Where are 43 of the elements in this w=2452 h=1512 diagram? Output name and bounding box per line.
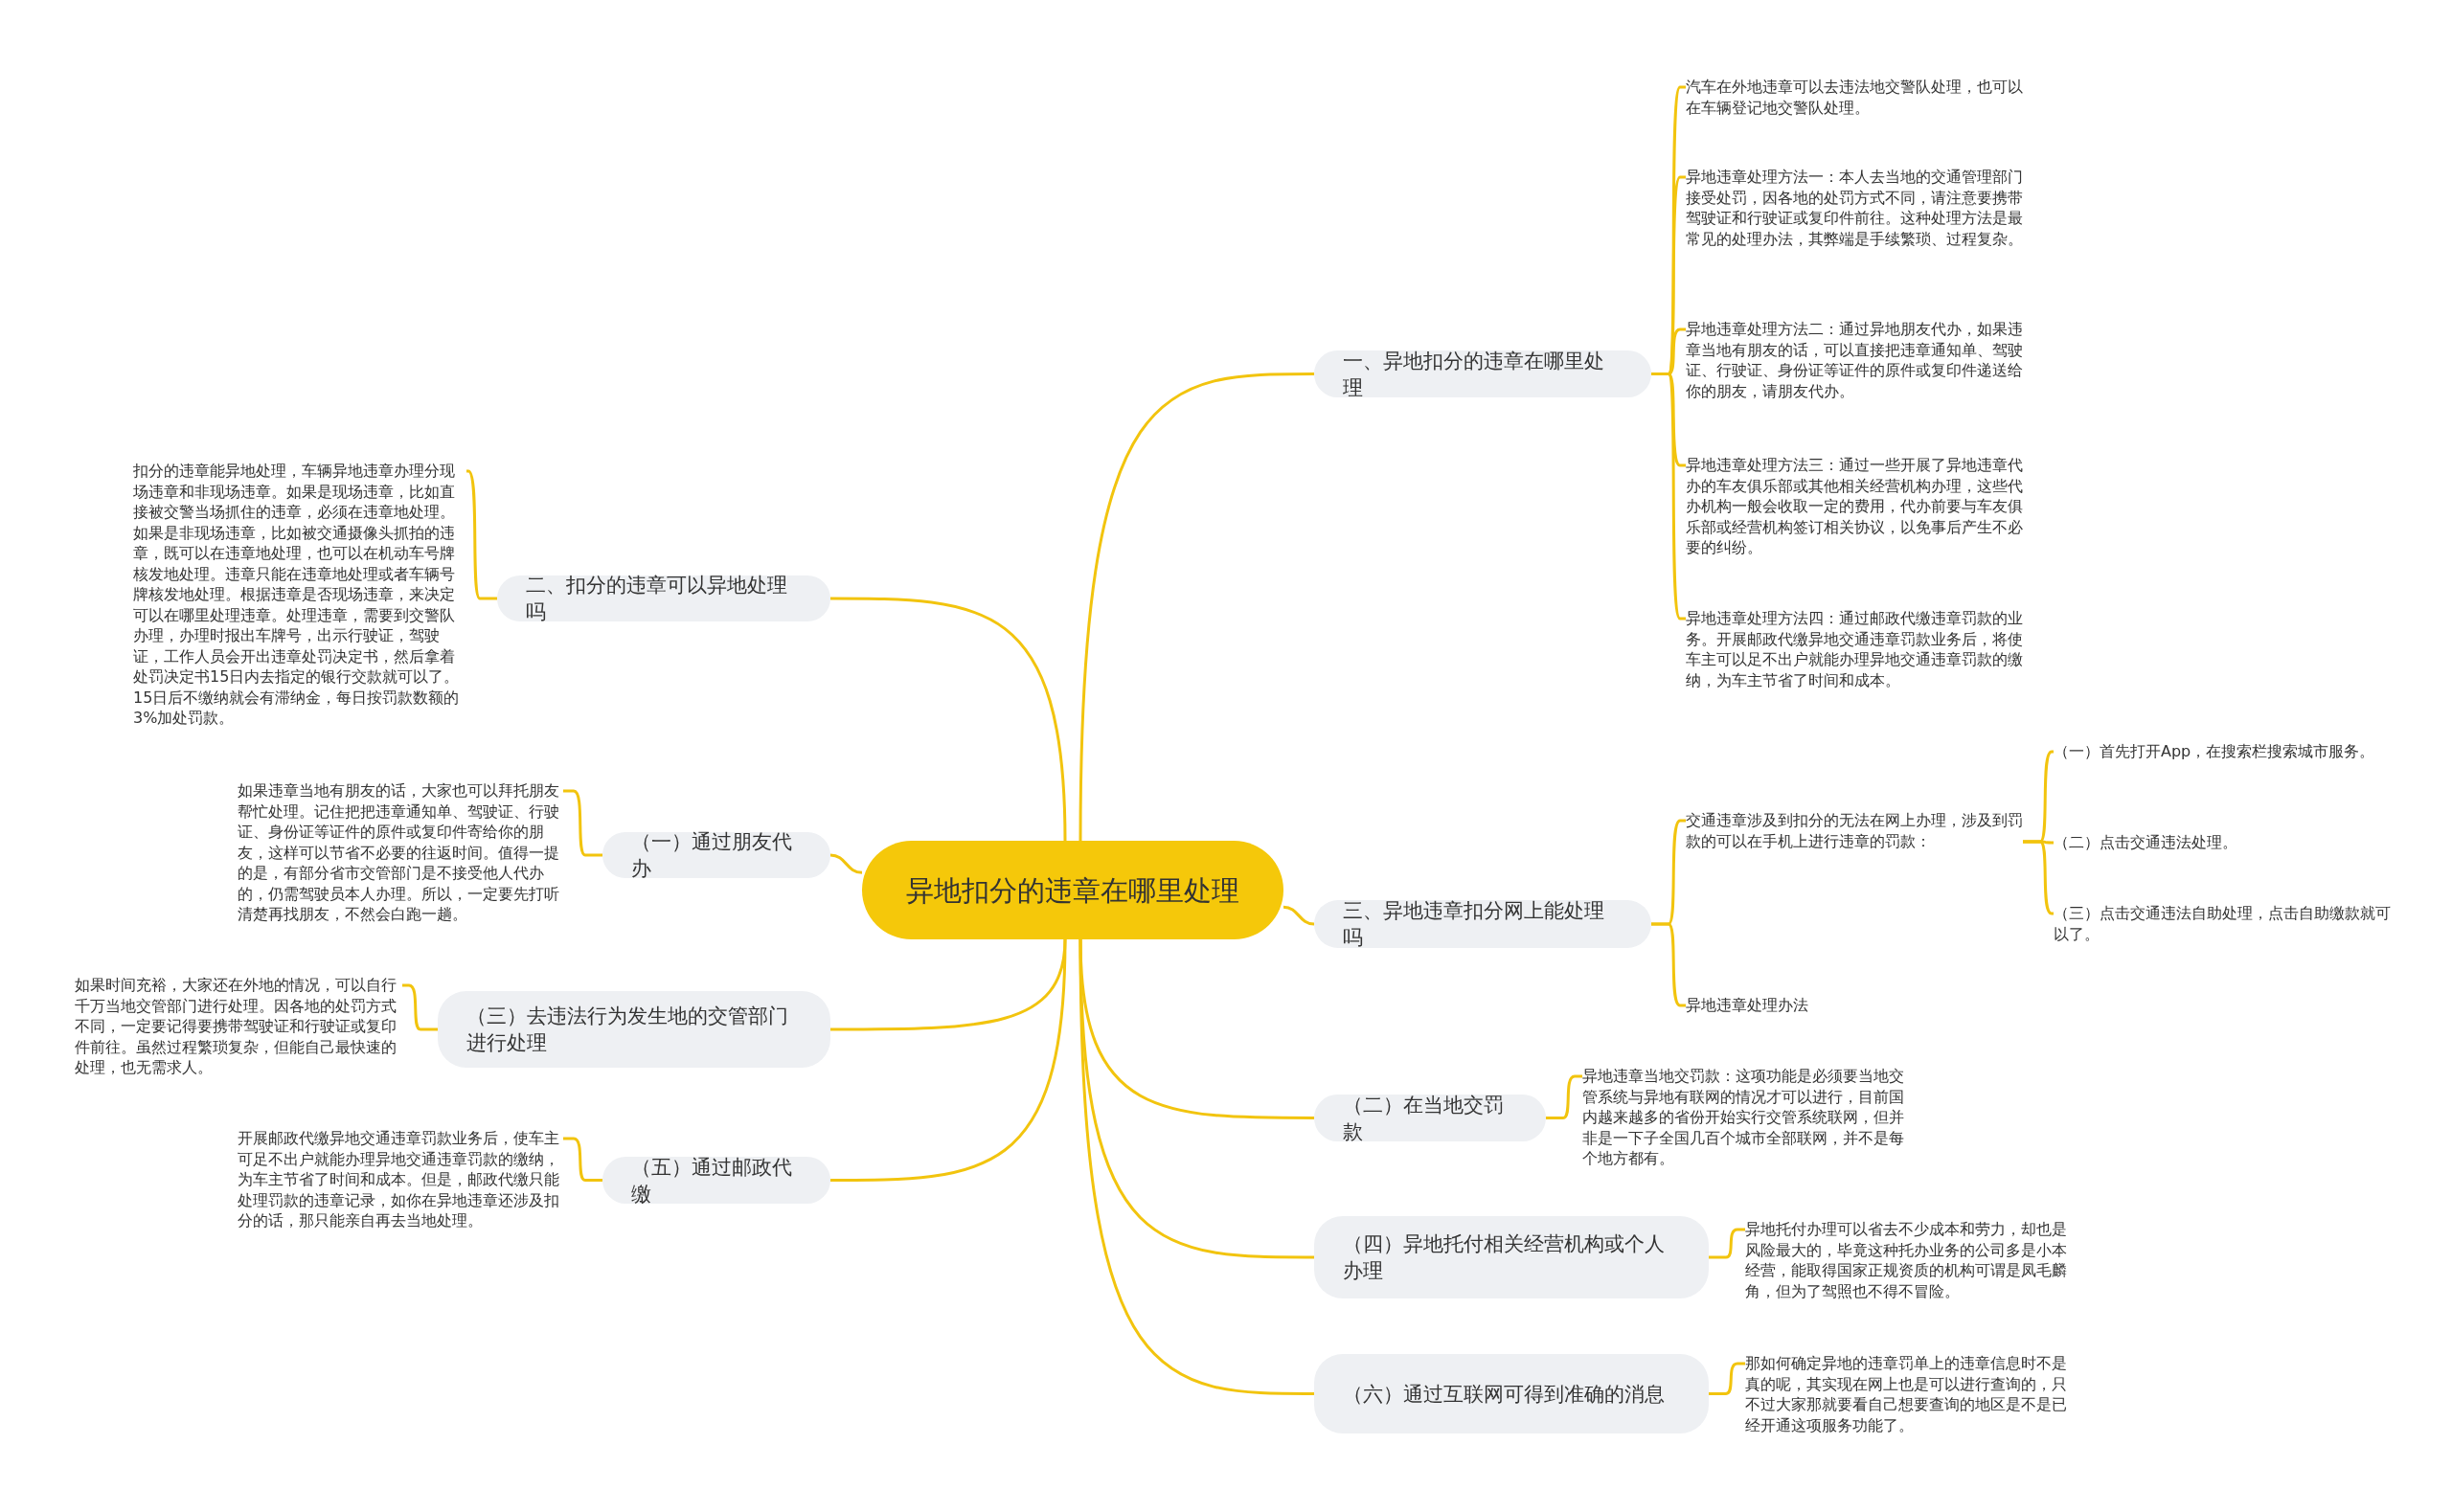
note-text: 汽车在外地违章可以去违法地交警队处理，也可以在车辆登记地交警队处理。 [1686, 77, 2023, 119]
connector-line [1078, 938, 1314, 1395]
note-text: （三）点击交通违法自助处理，点击自助缴款就可以了。 [2054, 903, 2395, 945]
connector-line [563, 789, 602, 857]
note-text: 异地托付办理可以省去不少成本和劳力，却也是风险最大的，毕竟这种托办业务的公司多是小本经营，能取得国家正规资质的机构可谓是凤毛麟角，但为了驾照也不得不冒险。 [1745, 1219, 2076, 1303]
topic-box: 二、扣分的违章可以异地处理吗 [497, 575, 830, 621]
note-text: 异地违章处理方法三：通过一些开展了异地违章代办的车友俱乐部或其他相关经营机构办理，这些代办机构一般会收取一定的费用，代办前要与车友俱乐部或经营机构签订相关协议，以免事后产生不必要的纠纷。 [1686, 455, 2023, 560]
connector-line [1078, 372, 1314, 842]
note-text: 如果时间充裕，大家还在外地的情况，可以自行千万当地交管部门进行处理。因各地的处罚方式不同，一定要记得要携带驾驶证和行驶证或复印件前往。虽然过程繁琐复杂，但能自己最快速的处理，也无需求人。 [75, 975, 402, 1080]
topic-box: 一、异地扣分的违章在哪里处理 [1314, 350, 1651, 397]
topic-box: 三、异地违章扣分网上能处理吗 [1314, 900, 1651, 948]
note-text: 异地违章处理办法 [1686, 995, 2023, 1016]
connector-line [563, 1137, 602, 1182]
note-text: 异地违章处理方法四：通过邮政代缴违章罚款的业务。开展邮政代缴异地交通违章罚款业务后，将使车主可以足不出户就能办理异地交通违章罚款的缴纳，为车主节省了时间和成本。 [1686, 608, 2023, 692]
topic-box: （一）通过朋友代办 [602, 832, 830, 878]
connector-line [830, 938, 1067, 1182]
topic-box: （六）通过互联网可得到准确的消息 [1314, 1354, 1709, 1433]
connector-line [1709, 1228, 1745, 1259]
topic-box: （四）异地托付相关经营机构或个人办理 [1314, 1216, 1709, 1298]
note-text: 扣分的违章能异地处理，车辆异地违章办理分现场违章和非现场违章。如果是现场违章，比如直接被交警当场抓住的违章，必须在违章地处理。如果是非现场违章，比如被交通摄像头抓拍的违章，既可以在违章地处理，也可以在机动车号牌核发地处理。违章只能在违章地处理或者车辆号牌核发地处理。根据违章是否现场违章，来决定可以在哪里处理违章。处理违章，需要到交警队办理，办理时报出车牌号，出示行驶证，驾驶证，工作人员会开出违章处罚决定书，然后拿着处罚决定书15日内去指定的银行交款就可以了。15日后不缴纳就会有滞纳金，每日按罚款数额的3%加处罚款。 [133, 461, 466, 738]
note-text: （一）首先打开App，在搜索栏搜索城市服务。 [2054, 741, 2395, 783]
note-text: 如果违章当地有朋友的话，大家也可以拜托朋友帮忙处理。记住把把违章通知单、驾驶证、行驶证、身份证等证件的原件或复印件寄给你的朋友，这样可以节省不必要的往返时间。值得一提的是，有部分省市交管部门是不接受他人代办的，仍需驾驶员本人办理。所以，一定要先打听清楚再找朋友，不然会白跑一趟。 [238, 780, 563, 928]
note-text: 那如何确定异地的违章罚单上的违章信息时不是真的呢，其实现在网上也是可以进行查询的，只不过大家那就要看自己想要查询的地区是不是已经开通这项服务功能了。 [1745, 1353, 2076, 1437]
topic-box: （五）通过邮政代缴 [602, 1157, 830, 1204]
note-text: 异地违章当地交罚款：这项功能是必须要当地交管系统与异地有联网的情况才可以进行，目前国内越来越多的省份开始实行交管系统联网，但并非是一下子全国几百个城市全部联网，并不是每个地方都有。 [1582, 1066, 1913, 1171]
topic-box: （三）去违法行为发生地的交管部门进行处理 [438, 991, 830, 1068]
central-topic: 异地扣分的违章在哪里处理 [862, 841, 1283, 939]
note-text: 异地违章处理方法一：本人去当地的交通管理部门接受处罚，因各地的处罚方式不同，请注意要携带驾驶证和行驶证或复印件前往。这种处理方法是最常见的处理办法，其弊端是手续繁琐、过程复杂。 [1686, 167, 2023, 272]
connector-line [1651, 922, 1686, 1007]
connector-line [2023, 840, 2055, 915]
connector-line [1283, 905, 1315, 926]
connector-line [1651, 372, 1686, 621]
note-text: 交通违章涉及到扣分的无法在网上办理，涉及到罚款的可以在手机上进行违章的罚款： [1686, 810, 2023, 873]
note-text: 开展邮政代缴异地交通违章罚款业务后，使车主可足不出户就能办理异地交通违章罚款的缴纳，为车主节省了时间和成本。但是，邮政代缴只能处理罚款的违章记录，如你在异地违章还涉及扣分的话，那只能亲自再去当地处理。 [238, 1128, 563, 1233]
topic-box: （二）在当地交罚款 [1314, 1095, 1546, 1141]
connector-line [829, 853, 863, 874]
connector-line [830, 597, 1067, 842]
connector-line [1546, 1074, 1582, 1119]
connector-line [465, 469, 497, 600]
note-text: 异地违章处理方法二：通过异地朋友代办，如果违章当地有朋友的话，可以直接把违章通知单、驾驶证、行驶证、身份证等证件的原件或复印件递送给你的朋友，请朋友代办。 [1686, 319, 2023, 403]
note-text: （二）点击交通违法处理。 [2054, 832, 2395, 853]
connector-line [402, 983, 438, 1031]
connector-line [1709, 1362, 1745, 1395]
